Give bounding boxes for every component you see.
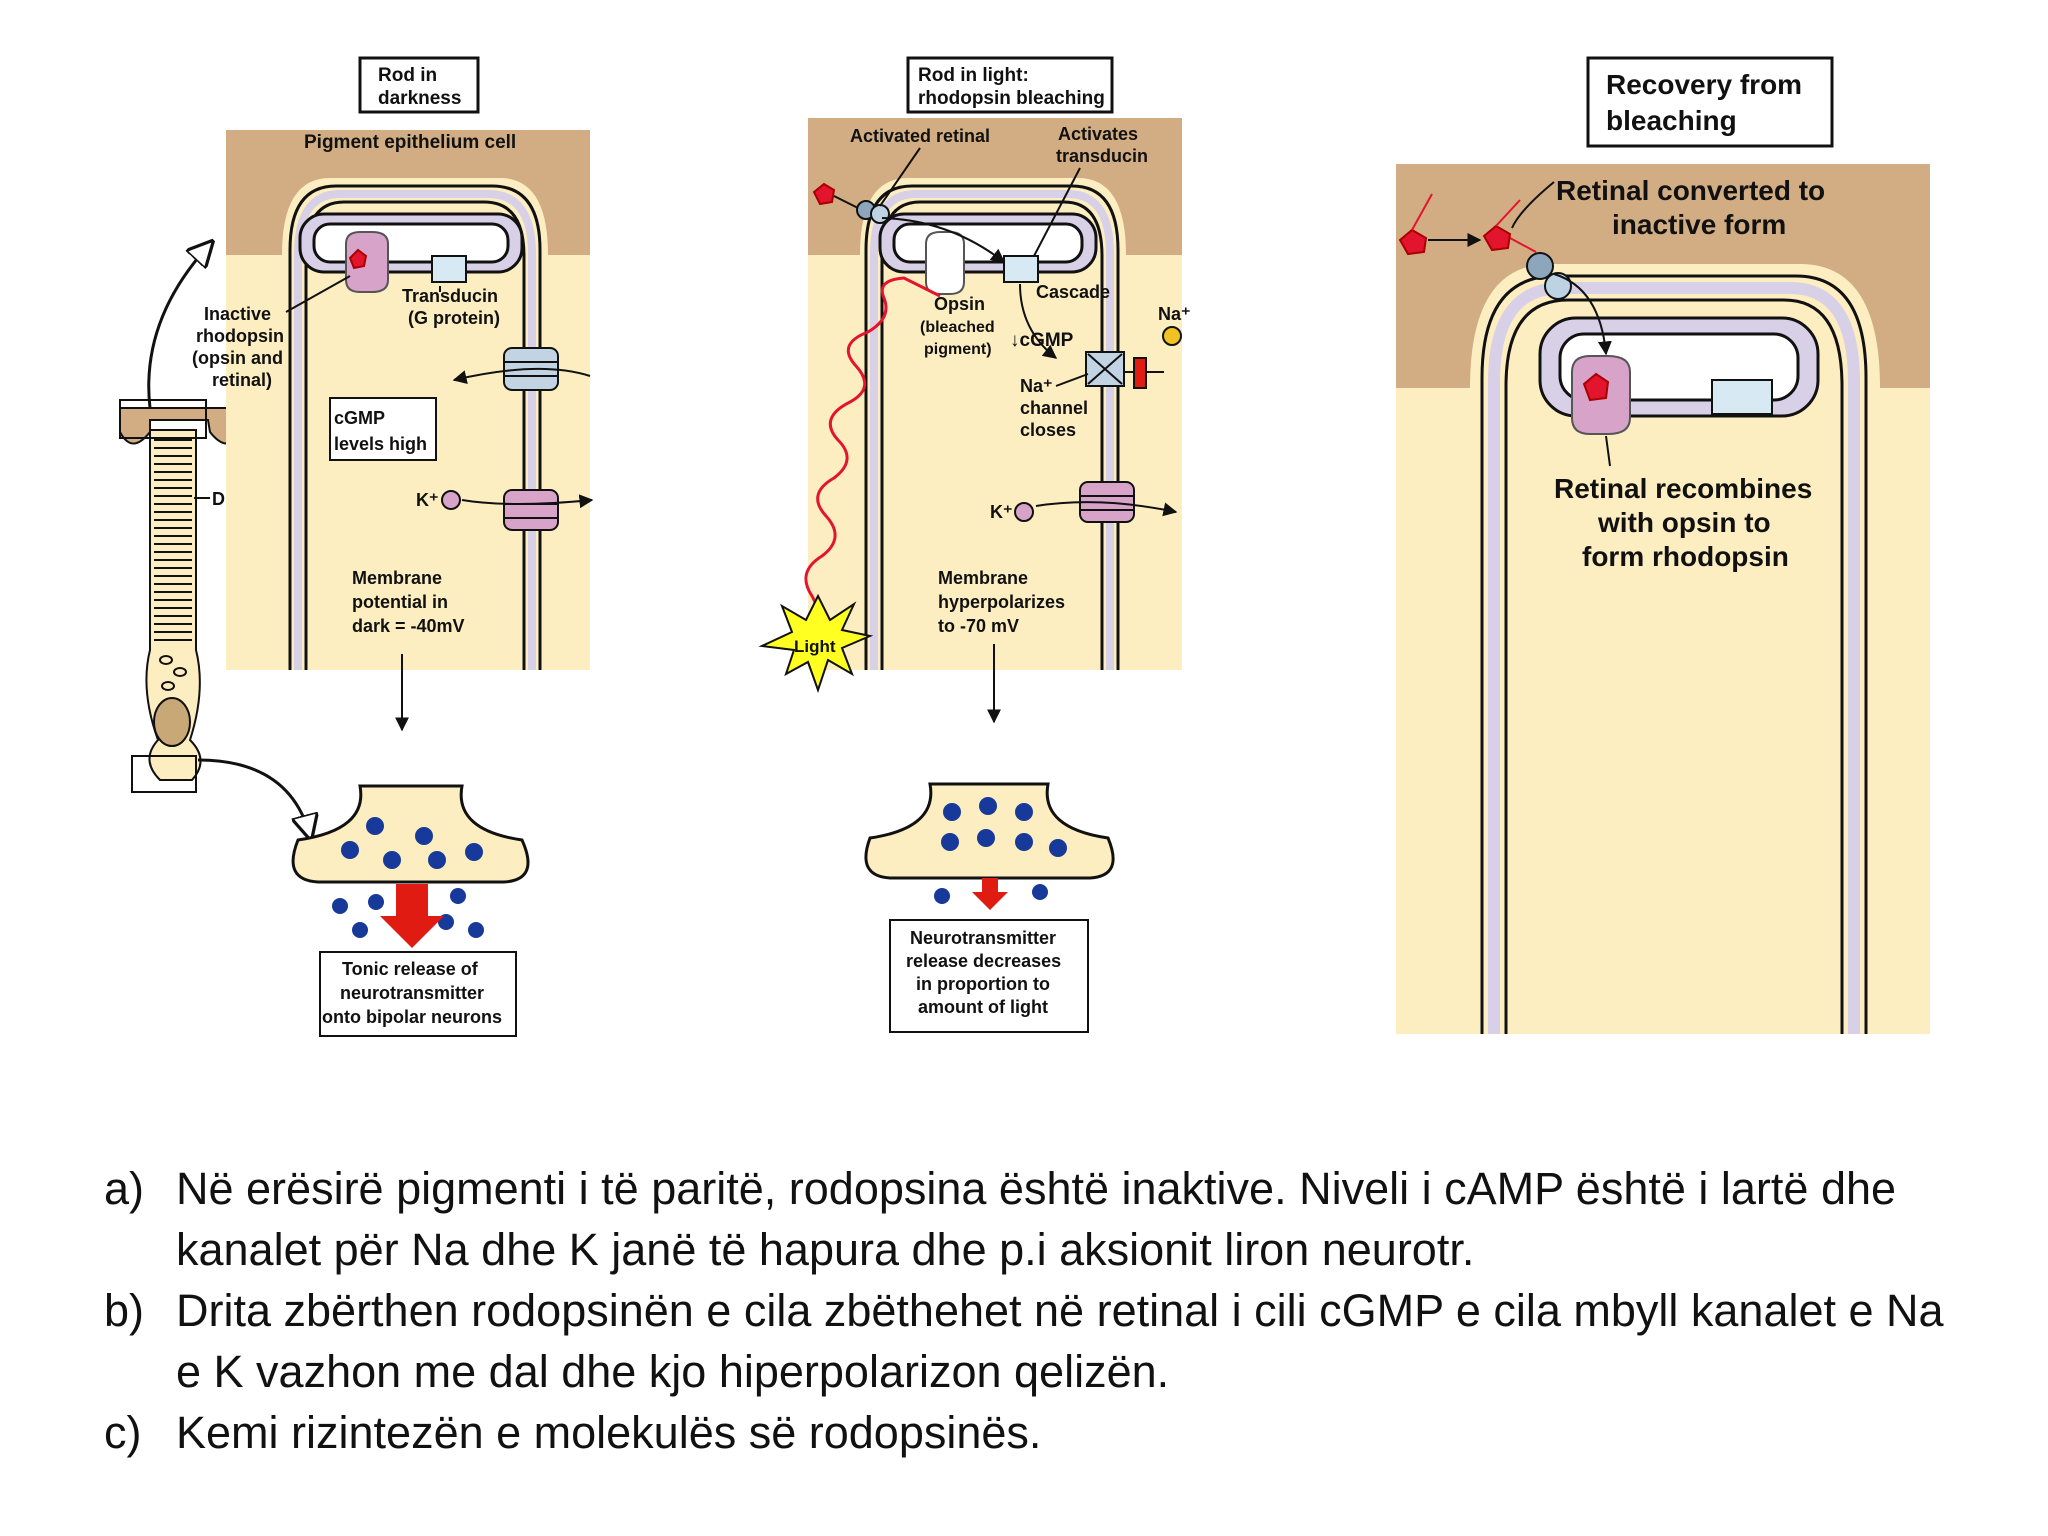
membrane-potential-a-3: dark = -40mV: [352, 616, 465, 636]
membrane-hyper-2: hyperpolarizes: [938, 592, 1065, 612]
inactive-rhodopsin-molecule: [345, 231, 389, 293]
caption-text: Drita zbërthen rodopsinën e cila zbëtheh…: [176, 1285, 1944, 1397]
panel-rod-in-darkness: Disks Rod in darkness Pigment epithelium…: [119, 56, 594, 1037]
na-channel-closes-3: closes: [1020, 420, 1076, 440]
k-ion-b: [1014, 502, 1034, 522]
reduced-release-line4: amount of light: [918, 997, 1048, 1017]
opsin-label-1: Opsin: [934, 294, 985, 314]
reduced-release-arrow: [972, 878, 1008, 910]
panel-a-title-line1: Rod in: [378, 65, 437, 86]
cgmp-low-label: ↓cGMP: [1010, 330, 1074, 351]
caption-list: a) Në erësirë pigmenti i të paritë, rodo…: [104, 1158, 1964, 1463]
k-channel-a: K⁺: [416, 489, 594, 531]
k-ion-label-a: K⁺: [416, 490, 439, 510]
rod-outer-segment-b: [808, 178, 1182, 670]
opsin-label-2: (bleached: [920, 319, 995, 336]
panel-b-title-line2: rhodopsin bleaching: [918, 88, 1105, 109]
reduced-release-line3: in proportion to: [916, 974, 1050, 994]
caption-marker: a): [104, 1163, 145, 1214]
tonic-release-line3: onto bipolar neurons: [322, 1007, 502, 1027]
pigment-epithelium-label: Pigment epithelium cell: [304, 132, 516, 153]
light-label: Light: [794, 637, 836, 656]
membrane-potential-a-2: potential in: [352, 592, 448, 612]
transducin-a: [431, 255, 467, 283]
activated-retinal-label: Activated retinal: [850, 126, 990, 146]
retinal-recombined: [1582, 372, 1610, 402]
opsin-label-3: pigment): [924, 341, 992, 358]
activates-transducin-label-2: transducin: [1056, 146, 1148, 166]
caption-marker: b): [104, 1285, 145, 1336]
retinal-inactive-2: [1482, 224, 1512, 252]
inactive-rhodopsin-label-1: Inactive: [204, 304, 271, 324]
k-channel-b: K⁺: [990, 481, 1178, 523]
na-channel-closes-2: channel: [1020, 398, 1088, 418]
converted-label-2: inactive form: [1612, 209, 1786, 240]
caption-item-c: c) Kemi rizintezën e molekulës së rodops…: [104, 1402, 1964, 1463]
tonic-release-line2: neurotransmitter: [340, 983, 484, 1003]
cascade-label: Cascade: [1036, 282, 1110, 302]
retinal-inactive-1: [1398, 228, 1428, 256]
cgmp-high-line1: cGMP: [334, 408, 385, 428]
recombines-label-1: Retinal recombines: [1554, 473, 1812, 504]
caption-text: Kemi rizintezën e molekulës së rodopsinë…: [176, 1407, 1042, 1458]
recombines-label-2: with opsin to: [1597, 507, 1771, 538]
na-ion-label: Na⁺: [1158, 304, 1191, 324]
inactive-rhodopsin-label-4: retinal): [212, 370, 272, 390]
caption-text: Në erësirë pigmenti i të paritë, rodopsi…: [176, 1163, 1897, 1275]
transducin-label-2: (G protein): [408, 308, 500, 328]
reduced-release-line2: release decreases: [906, 951, 1061, 971]
panel-recovery-from-bleaching: Recovery from bleaching Retinal converte…: [1396, 56, 1930, 1034]
panel-c-title-line2: bleaching: [1606, 105, 1737, 136]
light-ray: [804, 276, 941, 645]
panel-b-title-line1: Rod in light:: [918, 65, 1029, 86]
transducin-label-1: Transducin: [402, 286, 498, 306]
vesicles-b: [934, 797, 1067, 904]
activates-transducin-label-1: Activates: [1058, 124, 1138, 144]
na-channel-open-a: [452, 347, 591, 391]
membrane-potential-a-1: Membrane: [352, 568, 442, 588]
rod-phototransduction-diagram: Disks Rod in darkness Pigment epithelium…: [119, 56, 1930, 1037]
activated-retinal: [812, 182, 836, 206]
rod-overview-disk-stack: [154, 439, 192, 641]
cgmp-high-line2: levels high: [334, 434, 427, 454]
recombines-label-3: form rhodopsin: [1582, 541, 1789, 572]
transducin-c: [1711, 379, 1773, 415]
panel-c-title-line1: Recovery from: [1606, 69, 1802, 100]
inactive-rhodopsin-label-2: rhodopsin: [196, 326, 284, 346]
opsin-bleached: [925, 231, 965, 295]
rod-overview: Disks: [119, 244, 310, 836]
na-ion: [1162, 326, 1182, 346]
synaptic-terminal-a: [291, 784, 530, 884]
converted-label-1: Retinal converted to: [1556, 175, 1825, 206]
caption-item-a: a) Në erësirë pigmenti i të paritë, rodo…: [104, 1158, 1964, 1280]
tonic-release-arrow: [380, 884, 444, 948]
na-channel-closed: [1085, 351, 1164, 389]
caption-marker: c): [104, 1407, 142, 1458]
inactive-rhodopsin-label-3: (opsin and: [192, 348, 283, 368]
panel-a-title-line2: darkness: [378, 88, 461, 109]
membrane-hyper-3: to -70 mV: [938, 616, 1019, 636]
membrane-hyper-1: Membrane: [938, 568, 1028, 588]
k-ion-label-b: K⁺: [990, 502, 1013, 522]
transducin-b: [1003, 255, 1039, 283]
tonic-release-line1: Tonic release of: [342, 959, 479, 979]
light-burst-icon: [758, 593, 874, 694]
na-channel-closes-1: Na⁺: [1020, 376, 1053, 396]
rod-outer-segment-c: [1396, 264, 1930, 1034]
panel-rod-in-light: Rod in light: rhodopsin bleaching Activa…: [758, 56, 1191, 1033]
retinal-a: [348, 248, 368, 270]
caption-item-b: b) Drita zbërthen rodopsinën e cila zbët…: [104, 1280, 1964, 1402]
k-ion-a: [441, 490, 461, 510]
reduced-release-line1: Neurotransmitter: [910, 928, 1056, 948]
